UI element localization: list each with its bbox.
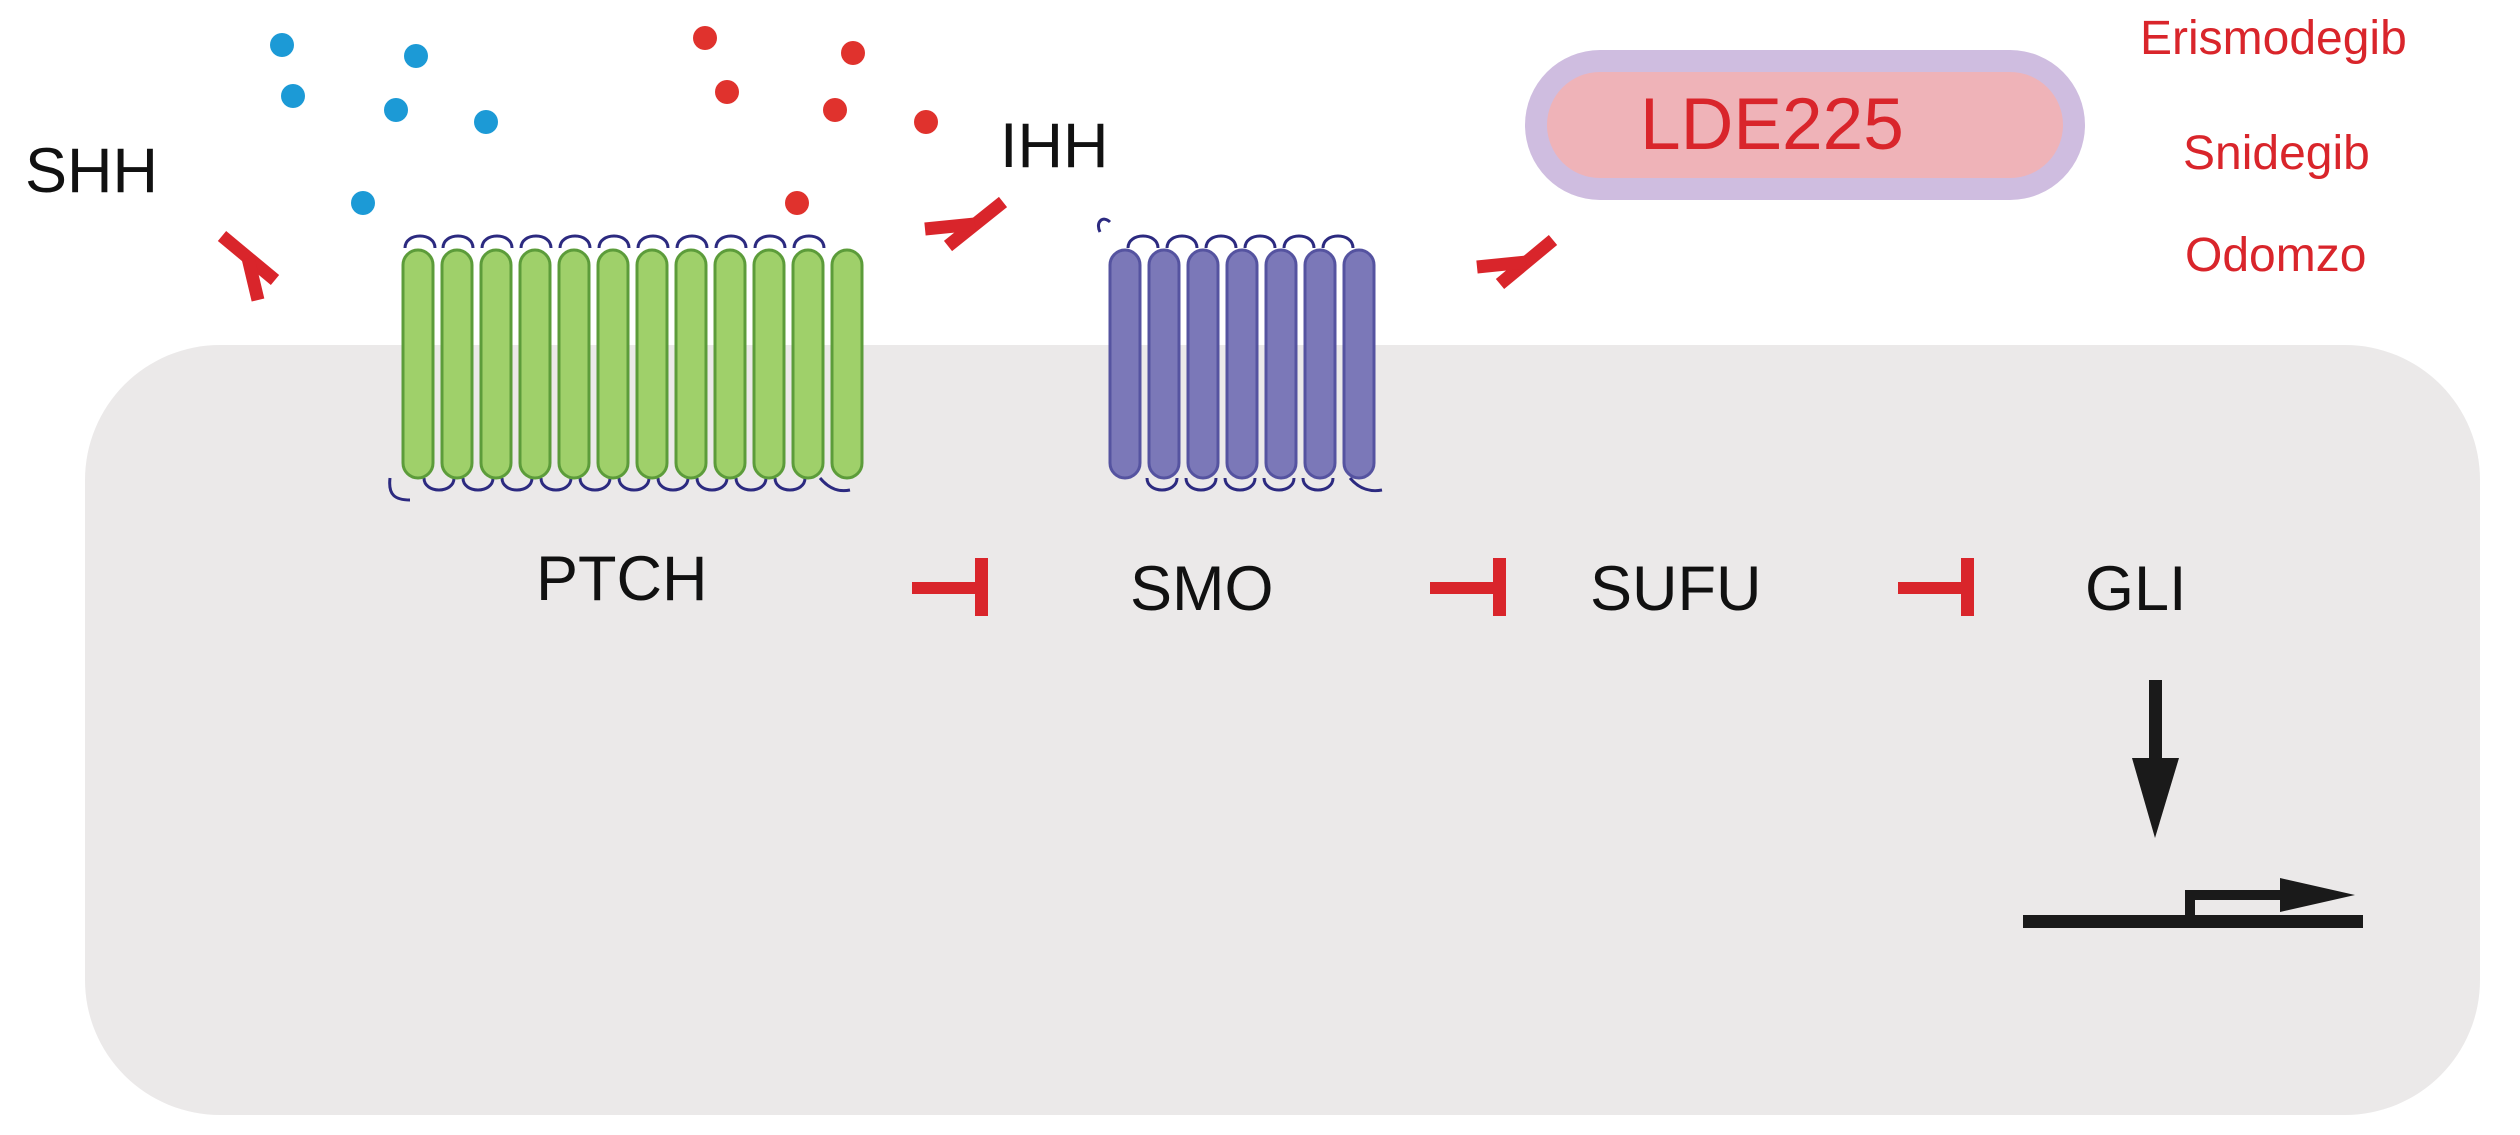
sufu-label: SUFU — [1590, 554, 1762, 624]
smo-intracellular-loops — [1145, 477, 1383, 493]
smo-helix — [1108, 248, 1142, 480]
ptch-helix — [440, 248, 474, 480]
smo-helix — [1342, 248, 1376, 480]
smo-label: SMO — [1130, 554, 1274, 624]
ptch-helix — [830, 248, 864, 480]
transcription-start-arrow — [2185, 890, 2290, 921]
smo-receptor — [1096, 217, 1383, 493]
ptch-helix — [518, 248, 552, 480]
smo-helix — [1303, 248, 1337, 480]
gli-label: GLI — [2085, 554, 2187, 624]
ihh-ligand-dot — [715, 80, 739, 104]
shh-ligand-dot — [351, 191, 375, 215]
ptch-helix — [401, 248, 435, 480]
smo-extracellular-loops — [1096, 217, 1355, 249]
ptch-helix — [635, 248, 669, 480]
ihh-ligand-dot — [693, 26, 717, 50]
drug-alias-snidegib: Snidegib — [2183, 127, 2370, 180]
ihh-label: IHH — [1000, 111, 1109, 181]
cell-body — [85, 345, 2480, 1115]
activation-arrow — [2132, 680, 2179, 838]
smo-helix — [1264, 248, 1298, 480]
dna-line — [2023, 915, 2363, 928]
ptch-helix — [557, 248, 591, 480]
ptch-receptor — [388, 234, 864, 502]
ptch-helix — [596, 248, 630, 480]
gene-transcription-arrow-icon — [2023, 878, 2363, 928]
ptch-helix — [752, 248, 786, 480]
lde225-pill-inner — [1547, 72, 2063, 178]
ihh-ligand-dot — [785, 191, 809, 215]
ptch-helix — [479, 248, 513, 480]
shh-ligand-dot — [404, 44, 428, 68]
shh-ligand-dot — [270, 33, 294, 57]
ihh-ligand-dot — [914, 110, 938, 134]
ptch-helix — [713, 248, 747, 480]
shh-ligand-dot — [384, 98, 408, 122]
ptch-helix — [791, 248, 825, 480]
shh-ligand-dots — [270, 33, 498, 215]
smo-helix — [1147, 248, 1181, 480]
smo-sufu-inhibition — [1430, 558, 1506, 616]
ptch-extracellular-loops — [403, 234, 826, 249]
drug-alias-erismodegib: Erismodegib — [2140, 12, 2407, 65]
lde225-label: LDE225 — [1640, 84, 1904, 165]
ihh-ligand-dots — [693, 26, 938, 215]
ptch-intracellular-loops — [388, 477, 851, 502]
ihh-ligand-dot — [823, 98, 847, 122]
sufu-gli-inhibition — [1898, 558, 1974, 616]
drug-alias-odomzo: Odomzo — [2185, 229, 2367, 282]
smo-helix — [1225, 248, 1259, 480]
lde225-inhibition-symbol — [1476, 234, 1558, 290]
shh-ligand-dot — [281, 84, 305, 108]
ptch-helix — [674, 248, 708, 480]
ihh-ligand-dot — [841, 41, 865, 65]
ihh-inhibition-symbol — [924, 196, 1008, 252]
ptch-label: PTCH — [536, 544, 708, 614]
smo-helix — [1186, 248, 1220, 480]
shh-ligand-dot — [474, 110, 498, 134]
ptch-smo-inhibition — [912, 558, 988, 616]
shh-inhibition-symbol — [217, 230, 280, 302]
shh-label: SHH — [25, 136, 159, 206]
